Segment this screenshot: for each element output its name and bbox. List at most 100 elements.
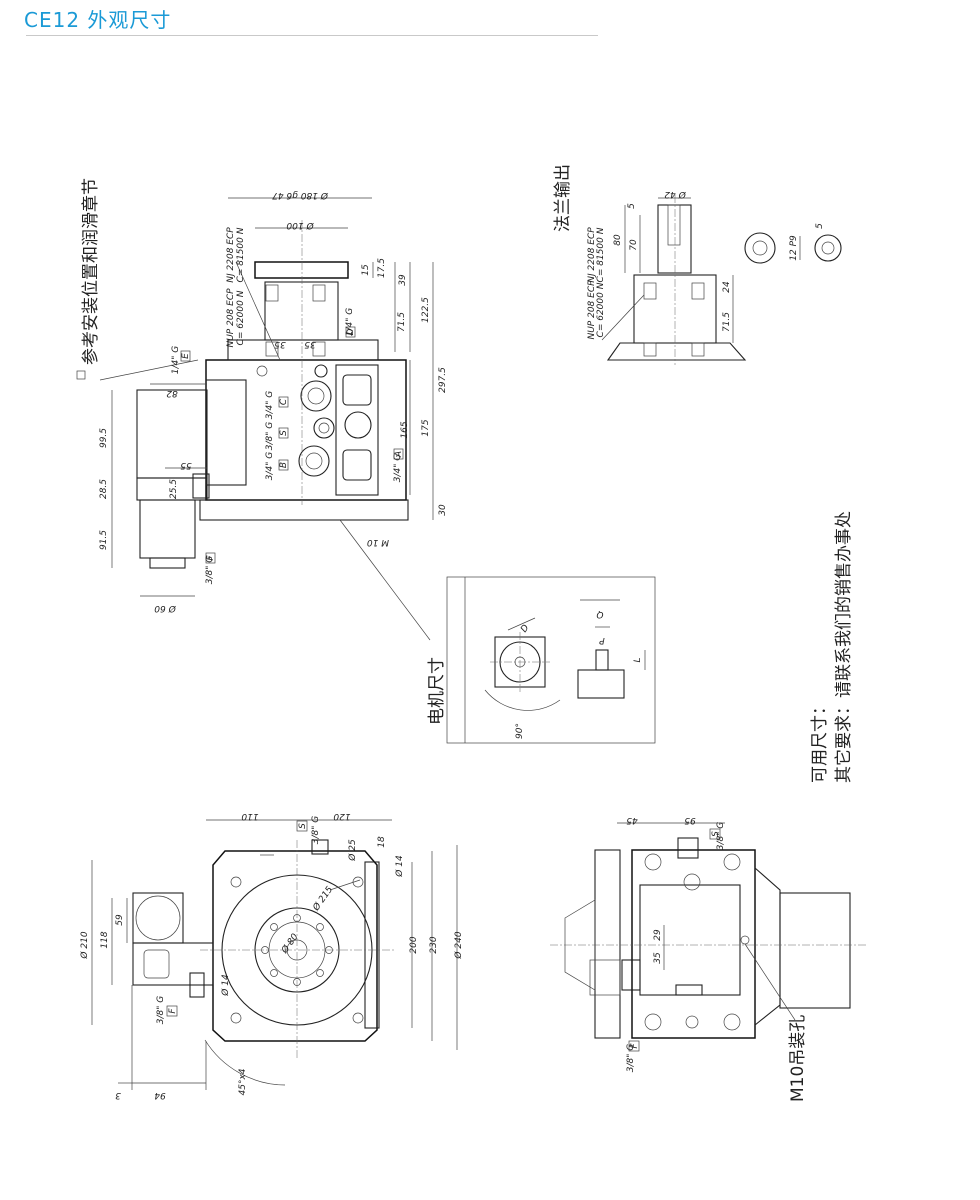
valve-block bbox=[335, 364, 379, 496]
bearing-top-model: NJ 2208 ECP bbox=[226, 227, 236, 283]
leader-lube bbox=[99, 359, 199, 381]
port-label-d: 1/4" G bbox=[345, 308, 355, 336]
output-flange bbox=[254, 261, 349, 279]
valve-port-center bbox=[344, 411, 372, 439]
br-hole-top-mid bbox=[683, 873, 701, 891]
bearing-housing bbox=[227, 339, 379, 361]
keyway-dim-12p9: 12 P9 bbox=[789, 235, 799, 261]
br-flange-left bbox=[594, 849, 621, 1039]
dim-2975: 297.5 bbox=[438, 367, 448, 393]
available-dims-label: 可用尺寸： bbox=[810, 698, 830, 783]
bl-dim-230: 230 bbox=[429, 936, 439, 953]
tag-box-s bbox=[278, 427, 289, 439]
tag-c: C bbox=[279, 398, 289, 405]
port-b-circle bbox=[298, 445, 330, 477]
mount-hole-tl bbox=[230, 876, 242, 888]
br-port-label-f: 3/8" G bbox=[626, 1044, 636, 1072]
flange-end-view-inner bbox=[752, 240, 768, 256]
motor-dim-d: D bbox=[519, 623, 531, 634]
dim-60: Ø 60 bbox=[154, 603, 177, 614]
bearing-top-load: C= 81500 N bbox=[236, 227, 246, 282]
flange-end-view-circle bbox=[744, 232, 776, 264]
top-left-view: Ø 180 g6 47 Ø 100 17.5 15 39 122.5 71.5 … bbox=[99, 190, 448, 641]
flange-shaft bbox=[657, 204, 692, 274]
flange-bearing-lr bbox=[691, 342, 705, 357]
bl-port-f-fitting bbox=[189, 972, 205, 998]
dim-55: 55 bbox=[180, 460, 192, 470]
br-dim-35: 35 bbox=[653, 952, 663, 964]
flange-bearing-ul bbox=[643, 282, 657, 300]
motor-mount-port bbox=[143, 949, 170, 979]
hub-hole-6 bbox=[270, 969, 278, 977]
bl-dim-210: Ø 210 bbox=[79, 931, 90, 959]
housing-side-rail bbox=[364, 861, 380, 1029]
br-hole-br bbox=[723, 1013, 741, 1031]
port-label-b: 3/4" G bbox=[265, 452, 275, 480]
port-s-inner bbox=[318, 422, 330, 434]
tag-a: A bbox=[394, 451, 404, 458]
motor-upper bbox=[136, 389, 208, 479]
br-cone bbox=[754, 866, 781, 1027]
flange-output-view: Ø 42 5 80 70 24 71.5 12 P9 5 NJ 2208 ECP… bbox=[587, 189, 842, 365]
br-hole-bottom-mid bbox=[685, 1015, 699, 1029]
note-marker-icon bbox=[76, 370, 86, 380]
flange-dim-5: 5 bbox=[627, 203, 637, 209]
br-port-label-s: 3/8" G bbox=[716, 822, 726, 850]
bl-port-label-s: 3/8" G bbox=[311, 816, 321, 844]
dim-35a: 35 bbox=[274, 339, 286, 349]
hub-hole-4 bbox=[316, 969, 324, 977]
motor-mount-box bbox=[132, 942, 214, 986]
bl-tag-f: F bbox=[168, 1008, 178, 1014]
flange-dim-24: 24 bbox=[722, 281, 732, 293]
motor-dim-p: P bbox=[599, 635, 605, 645]
dim-165: 165 bbox=[400, 421, 410, 438]
tag-box-c bbox=[278, 396, 289, 408]
motor-side-shaft bbox=[595, 649, 609, 671]
page-title: CE12 外观尺寸 bbox=[24, 8, 172, 32]
tag-box-b bbox=[278, 459, 289, 471]
motor-dim-angle: 90° bbox=[515, 723, 525, 739]
flange-output-label: 法兰输出 bbox=[553, 164, 573, 232]
flange-dim-70: 70 bbox=[629, 239, 639, 251]
dim-715: 71.5 bbox=[397, 312, 407, 332]
bl-dim-118: 118 bbox=[100, 931, 110, 948]
tag-box-a bbox=[393, 448, 404, 460]
dim-285: 28.5 bbox=[99, 479, 109, 499]
dim-255: 25.5 bbox=[169, 479, 179, 499]
tag-e: E bbox=[181, 353, 191, 359]
motor-end-circle bbox=[135, 895, 181, 941]
bl-port-s-fitting bbox=[311, 839, 329, 855]
bl-dim-14b: Ø 14 bbox=[220, 974, 231, 997]
br-lifting-hole bbox=[740, 935, 750, 945]
br-dim-45: 45 bbox=[626, 815, 638, 825]
hub-hole-8 bbox=[270, 923, 278, 931]
br-leader-lifting bbox=[744, 943, 796, 1021]
flange-dim-715: 71.5 bbox=[722, 312, 732, 332]
dim-1225: 122.5 bbox=[421, 297, 431, 323]
motor-dim-line-d bbox=[507, 617, 536, 631]
flange-bearing-top-load: C= 81500 N bbox=[596, 227, 606, 282]
tag-box-f bbox=[205, 552, 216, 564]
bl-dim-215: Ø 215 bbox=[310, 884, 335, 914]
bl-dim-80: Ø 80 bbox=[279, 931, 301, 956]
other-requirements-label: 其它要求：请联系我们的销售办事处 bbox=[834, 511, 854, 783]
br-housing bbox=[631, 849, 756, 1039]
bl-port-label-f: 3/8" G bbox=[156, 996, 166, 1024]
bl-dim-94: 94 bbox=[154, 1090, 166, 1100]
tag-f: F bbox=[206, 555, 216, 561]
port-d-circle bbox=[314, 364, 328, 378]
port-b-inner bbox=[305, 452, 323, 470]
br-port-f-fitting bbox=[621, 959, 641, 991]
motor-end bbox=[149, 557, 186, 569]
dim-915: 91.5 bbox=[99, 530, 109, 550]
housing-outline bbox=[212, 850, 378, 1042]
leader-motor bbox=[339, 519, 431, 641]
br-lower-bracket bbox=[675, 984, 703, 996]
bottom-right-view: 45 95 29 35 3/8" G 3/8" G S F bbox=[550, 815, 868, 1072]
br-side-block bbox=[589, 959, 621, 996]
bl-dim-25: Ø 25 bbox=[347, 839, 358, 862]
motor-dim-l: L bbox=[633, 657, 643, 662]
flange-dim-80: 80 bbox=[613, 234, 623, 246]
keyway-end-view-circle bbox=[814, 234, 842, 262]
